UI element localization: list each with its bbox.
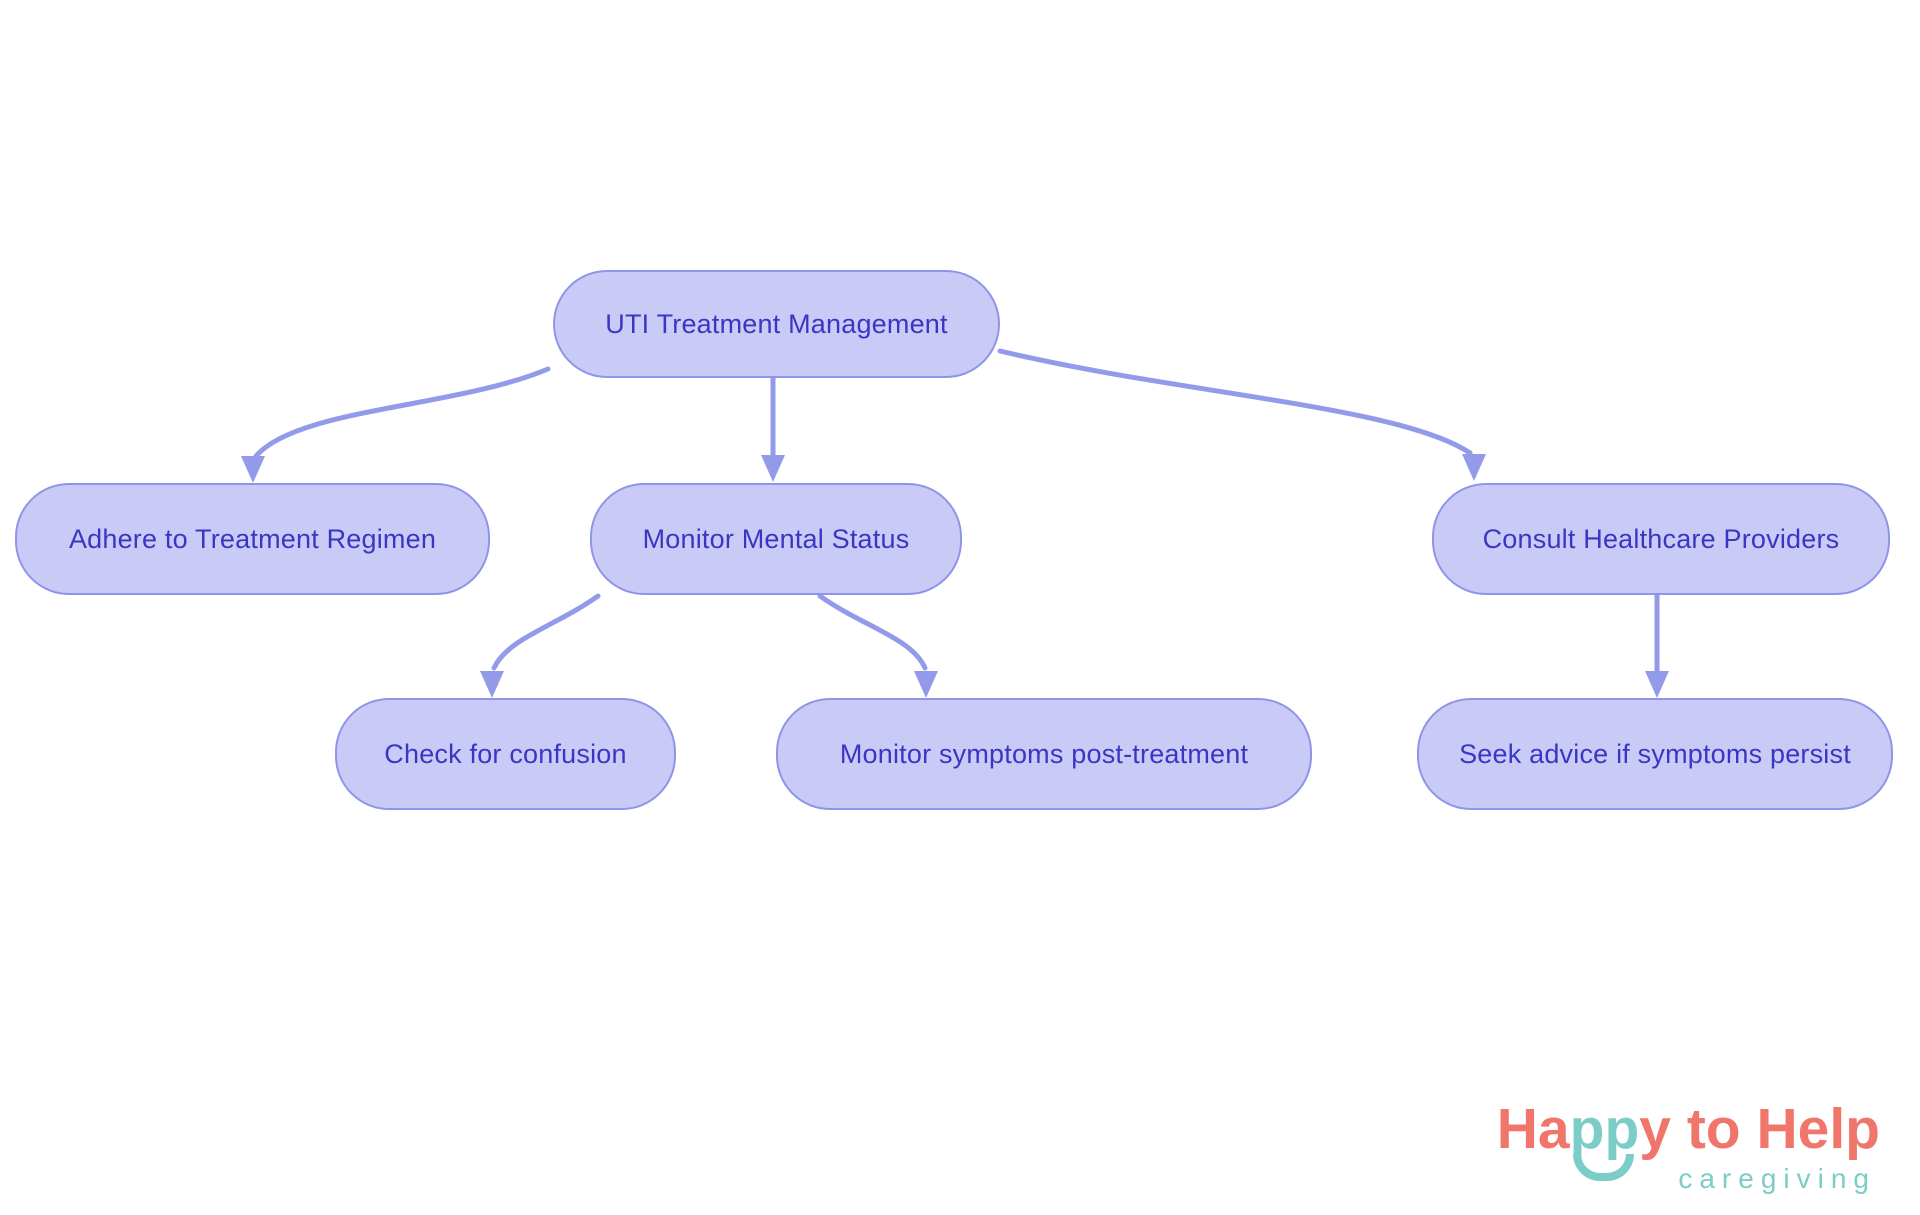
edge-monitor-post	[817, 593, 938, 698]
logo-text-help: Help	[1756, 1097, 1880, 1161]
logo-text-ha: Ha	[1496, 1097, 1570, 1161]
node-label: Seek advice if symptoms persist	[1459, 738, 1851, 769]
node-label: Check for confusion	[384, 738, 627, 769]
edge-monitor-confusion	[480, 593, 601, 698]
node-label: Consult Healthcare Providers	[1482, 523, 1840, 554]
node-monitor-mental-status: Monitor Mental Status	[590, 483, 962, 595]
node-monitor-symptoms-post-treatment: Monitor symptoms post-treatment	[776, 698, 1312, 810]
node-label: Monitor Mental Status	[642, 523, 910, 554]
logo-text-y: y	[1639, 1097, 1671, 1161]
node-consult-healthcare-providers: Consult Healthcare Providers	[1432, 483, 1890, 595]
node-uti-treatment-management: UTI Treatment Management	[553, 270, 1000, 378]
logo-text-to: to	[1670, 1097, 1757, 1161]
node-seek-advice-if-symptoms-persist: Seek advice if symptoms persist	[1417, 698, 1893, 810]
edge-root-adhere	[241, 366, 551, 483]
smile-icon	[1572, 1154, 1635, 1181]
edge-root-monitor	[761, 375, 785, 482]
logo-tagline: caregiving	[1678, 1162, 1876, 1194]
node-label: Adhere to Treatment Regimen	[68, 523, 437, 554]
node-check-for-confusion: Check for confusion	[335, 698, 676, 810]
node-adhere-to-treatment-regimen: Adhere to Treatment Regimen	[15, 483, 490, 595]
edge-consult-seek	[1645, 592, 1669, 698]
node-label: UTI Treatment Management	[605, 308, 948, 339]
node-label: Monitor symptoms post-treatment	[839, 738, 1249, 769]
edge-root-consult	[997, 348, 1486, 481]
logo-text-pp: pp	[1570, 1098, 1639, 1181]
